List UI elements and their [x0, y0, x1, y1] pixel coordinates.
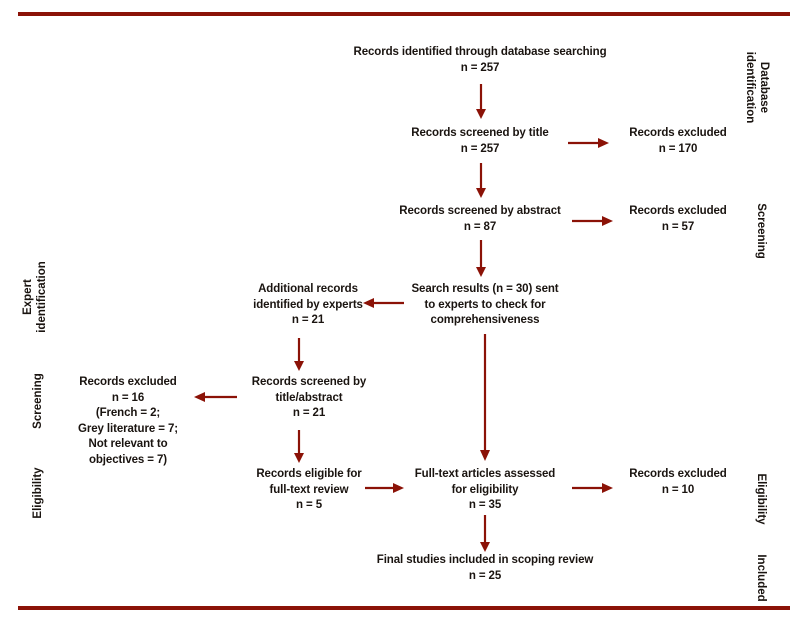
stage-label-screening-right: Screening [755, 203, 767, 259]
arrow-sent-experts-to-fulltext-assessed [478, 334, 492, 462]
node-records-excluded-abstract: Records excluded n = 57 [629, 205, 727, 233]
arrow-identified-to-screened-title [474, 84, 488, 120]
node-records-excluded-title: Records excluded n = 170 [629, 127, 727, 155]
stage-label-eligibility-left: Eligibility [32, 467, 44, 519]
arrow-screened-abstract-to-sent-experts [474, 240, 488, 278]
arrow-screened-title-to-excluded [568, 136, 610, 150]
stage-label-eligibility-right: Eligibility [755, 473, 767, 525]
node-full-text-articles-assessed: Full-text articles assessed for eligibil… [414, 468, 556, 511]
arrow-screened-title-to-screened-abstract [474, 163, 488, 199]
node-search-results-sent-to-experts: Search results (n = 30) sent to experts … [411, 283, 559, 326]
arrow-eligible-to-fulltext-assessed [365, 481, 405, 495]
bottom-divider-rule [18, 606, 790, 610]
node-additional-records-identified-by-experts: Additional records identified by experts… [253, 283, 363, 326]
arrow-fulltext-assessed-to-excluded [572, 481, 614, 495]
stage-label-database-identification: Database identification [744, 51, 771, 124]
arrow-fulltext-assessed-to-final-included [478, 515, 492, 553]
stage-label-expert-identification: Expert identification [22, 261, 48, 333]
stage-label-included: Included [755, 554, 767, 602]
arrow-sent-experts-to-additional-records [362, 296, 404, 310]
arrow-screened-title-abstract-to-eligible [292, 430, 306, 464]
node-records-screened-by-title: Records screened by title n = 257 [411, 127, 549, 155]
arrow-additional-to-screened-title-abstract [292, 338, 306, 372]
node-records-screened-by-title-abstract: Records screened by title/abstract n = 2… [251, 376, 367, 419]
node-records-eligible-full-text: Records eligible for full-text review n … [256, 468, 362, 511]
stage-label-screening-left: Screening [32, 373, 44, 429]
top-divider-rule [18, 12, 790, 16]
node-records-excluded-full-text: Records excluded n = 10 [629, 468, 727, 496]
node-records-screened-by-abstract: Records screened by abstract n = 87 [399, 205, 561, 233]
node-records-excluded-title-abstract: Records excluded n = 16 (French = 2; Gre… [78, 376, 178, 466]
node-final-studies-included: Final studies included in scoping review… [376, 554, 594, 582]
node-records-identified: Records identified through database sear… [353, 46, 607, 74]
arrow-screened-title-abstract-to-excluded [193, 390, 237, 404]
arrow-screened-abstract-to-excluded [572, 214, 614, 228]
